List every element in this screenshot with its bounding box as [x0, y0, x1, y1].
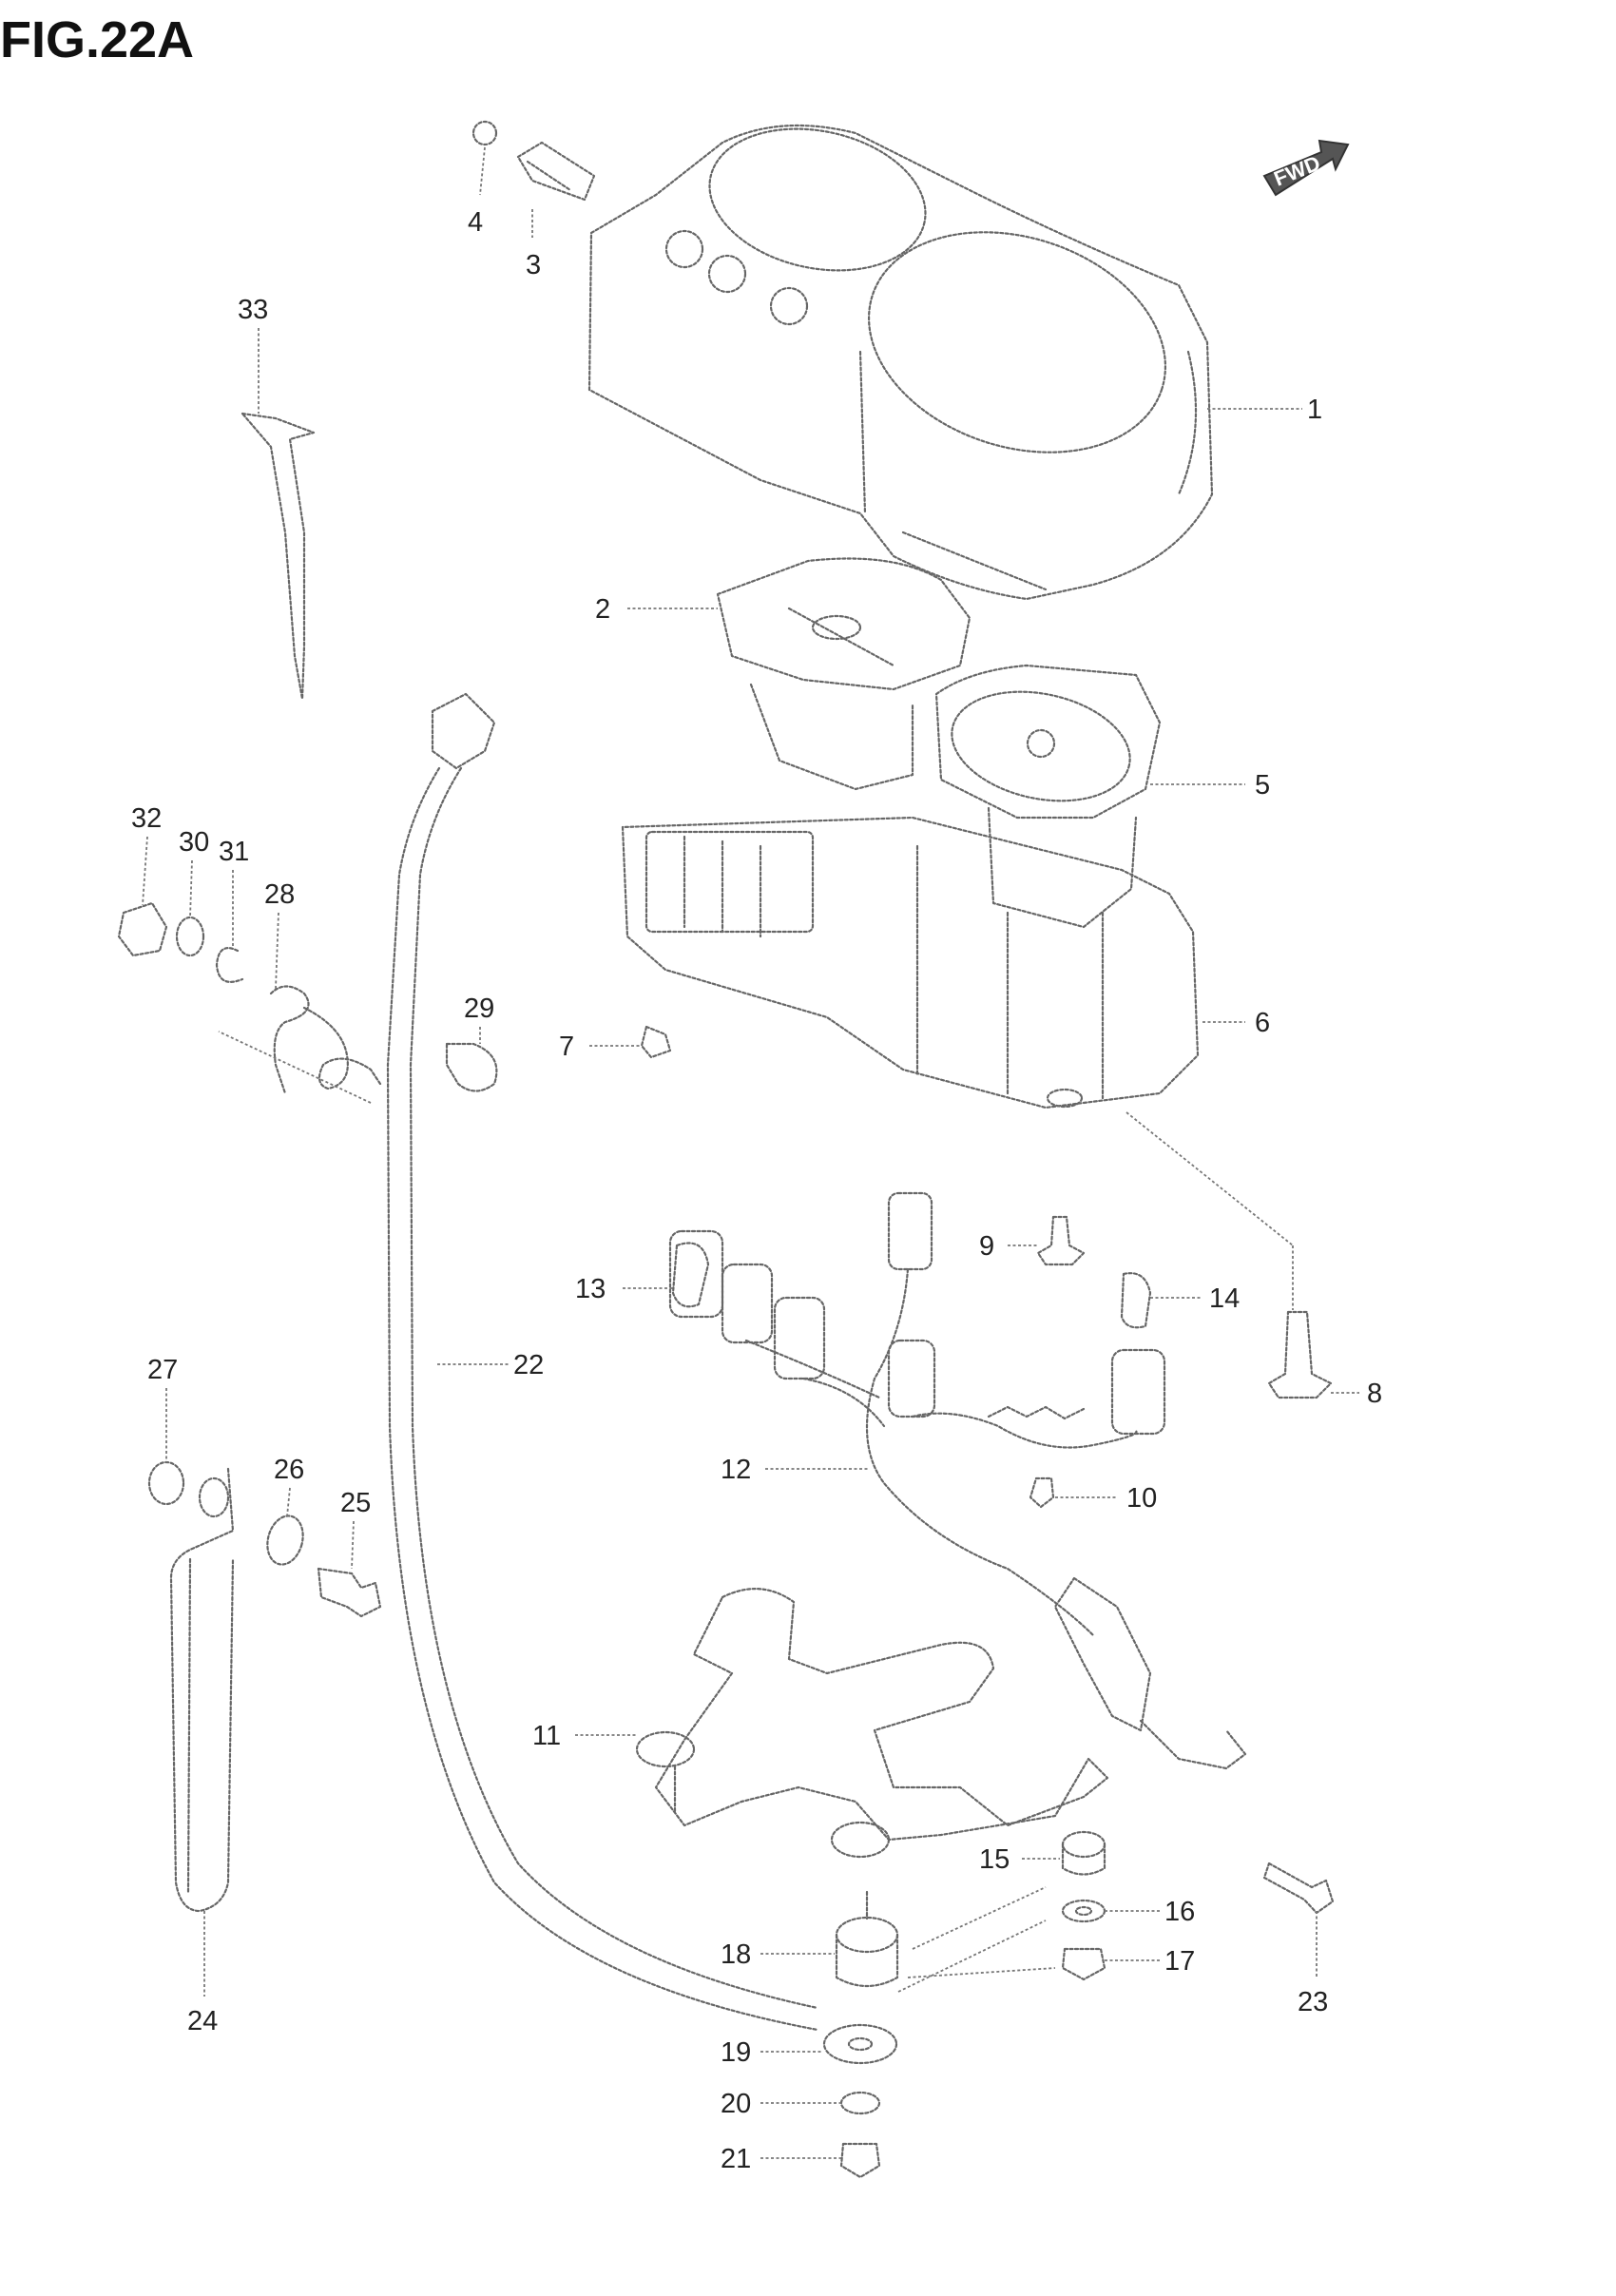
fwd-arrow-icon: FWD [1262, 139, 1350, 197]
part-spring-clip-28 [269, 985, 382, 1095]
part-bulb-4 [471, 120, 498, 146]
callout-4: 4 [468, 207, 483, 238]
part-grommet-15 [1061, 1830, 1106, 1876]
part-bolt-25 [317, 1567, 382, 1618]
part-nut-32 [117, 901, 168, 957]
callout-18: 18 [721, 1939, 751, 1970]
callout-19: 19 [721, 2037, 751, 2068]
callout-16: 16 [1164, 1897, 1195, 1927]
figure-title: FIG.22A [0, 11, 194, 68]
part-speedo-cable-22 [386, 692, 819, 2032]
part-washer-26 [266, 1515, 304, 1566]
part-cable-tie-33 [240, 412, 316, 701]
callout-25: 25 [340, 1488, 371, 1518]
part-speedometer-2 [716, 557, 972, 791]
part-washer-16 [1061, 1899, 1106, 1923]
part-meter-cover [587, 124, 1214, 601]
callout-20: 20 [721, 2089, 751, 2119]
callout-17: 17 [1164, 1946, 1195, 1977]
callout-11: 11 [532, 1721, 561, 1751]
part-clamp-24 [169, 1467, 235, 1913]
part-wiring-harness-12 [668, 1191, 1247, 1770]
callout-10: 10 [1126, 1483, 1157, 1514]
callout-5: 5 [1255, 770, 1270, 801]
callout-24: 24 [187, 2006, 218, 2036]
callout-21: 21 [721, 2144, 751, 2174]
callout-12: 12 [721, 1455, 751, 1485]
callout-9: 9 [979, 1231, 994, 1262]
part-bracket-11 [635, 1588, 1109, 1859]
part-nut-27 [147, 1460, 230, 1518]
callout-31: 31 [219, 837, 249, 867]
part-screw-10 [1029, 1476, 1055, 1509]
callout-8: 8 [1367, 1379, 1382, 1409]
callout-2: 2 [595, 594, 610, 625]
fwd-label: FWD [1271, 151, 1324, 191]
callout-33: 33 [238, 295, 268, 325]
part-lower-case-6 [621, 816, 1200, 1109]
callout-28: 28 [264, 879, 295, 910]
leader-lines [142, 146, 1359, 2159]
part-bolt-8 [1267, 1310, 1333, 1399]
callout-14: 14 [1209, 1283, 1240, 1314]
part-clip-31 [215, 947, 244, 983]
callout-6: 6 [1255, 1008, 1270, 1038]
callout-22: 22 [513, 1350, 544, 1380]
part-bolt-23 [1262, 1862, 1335, 1915]
part-washer-19 [822, 2023, 898, 2065]
callout-29: 29 [464, 994, 494, 1024]
callout-30: 30 [179, 827, 209, 858]
part-washer-30 [175, 916, 205, 957]
callout-13: 13 [575, 1274, 606, 1304]
callout-15: 15 [979, 1844, 1010, 1875]
part-mount-18 [835, 1890, 899, 1987]
part-screw-29 [445, 1042, 498, 1092]
part-bulb-14 [1120, 1272, 1152, 1329]
part-nut-17 [1061, 1947, 1106, 1981]
callout-32: 32 [131, 803, 162, 834]
callout-1: 1 [1307, 395, 1322, 425]
callout-3: 3 [526, 250, 541, 280]
callout-7: 7 [559, 1032, 574, 1062]
callout-23: 23 [1298, 1987, 1328, 2017]
part-screw-7 [640, 1025, 672, 1059]
callout-26: 26 [274, 1455, 304, 1485]
part-washer-20 [839, 2091, 881, 2115]
part-bulb-13 [671, 1242, 710, 1308]
part-screw-9 [1036, 1215, 1086, 1266]
part-tachometer-5 [934, 664, 1162, 929]
callout-labels: 1 2 3 4 5 6 7 8 9 10 11 12 13 14 15 16 1… [131, 207, 1382, 2174]
part-bulb-socket-3 [516, 141, 596, 202]
part-nut-21 [839, 2142, 881, 2179]
callout-27: 27 [147, 1355, 178, 1385]
